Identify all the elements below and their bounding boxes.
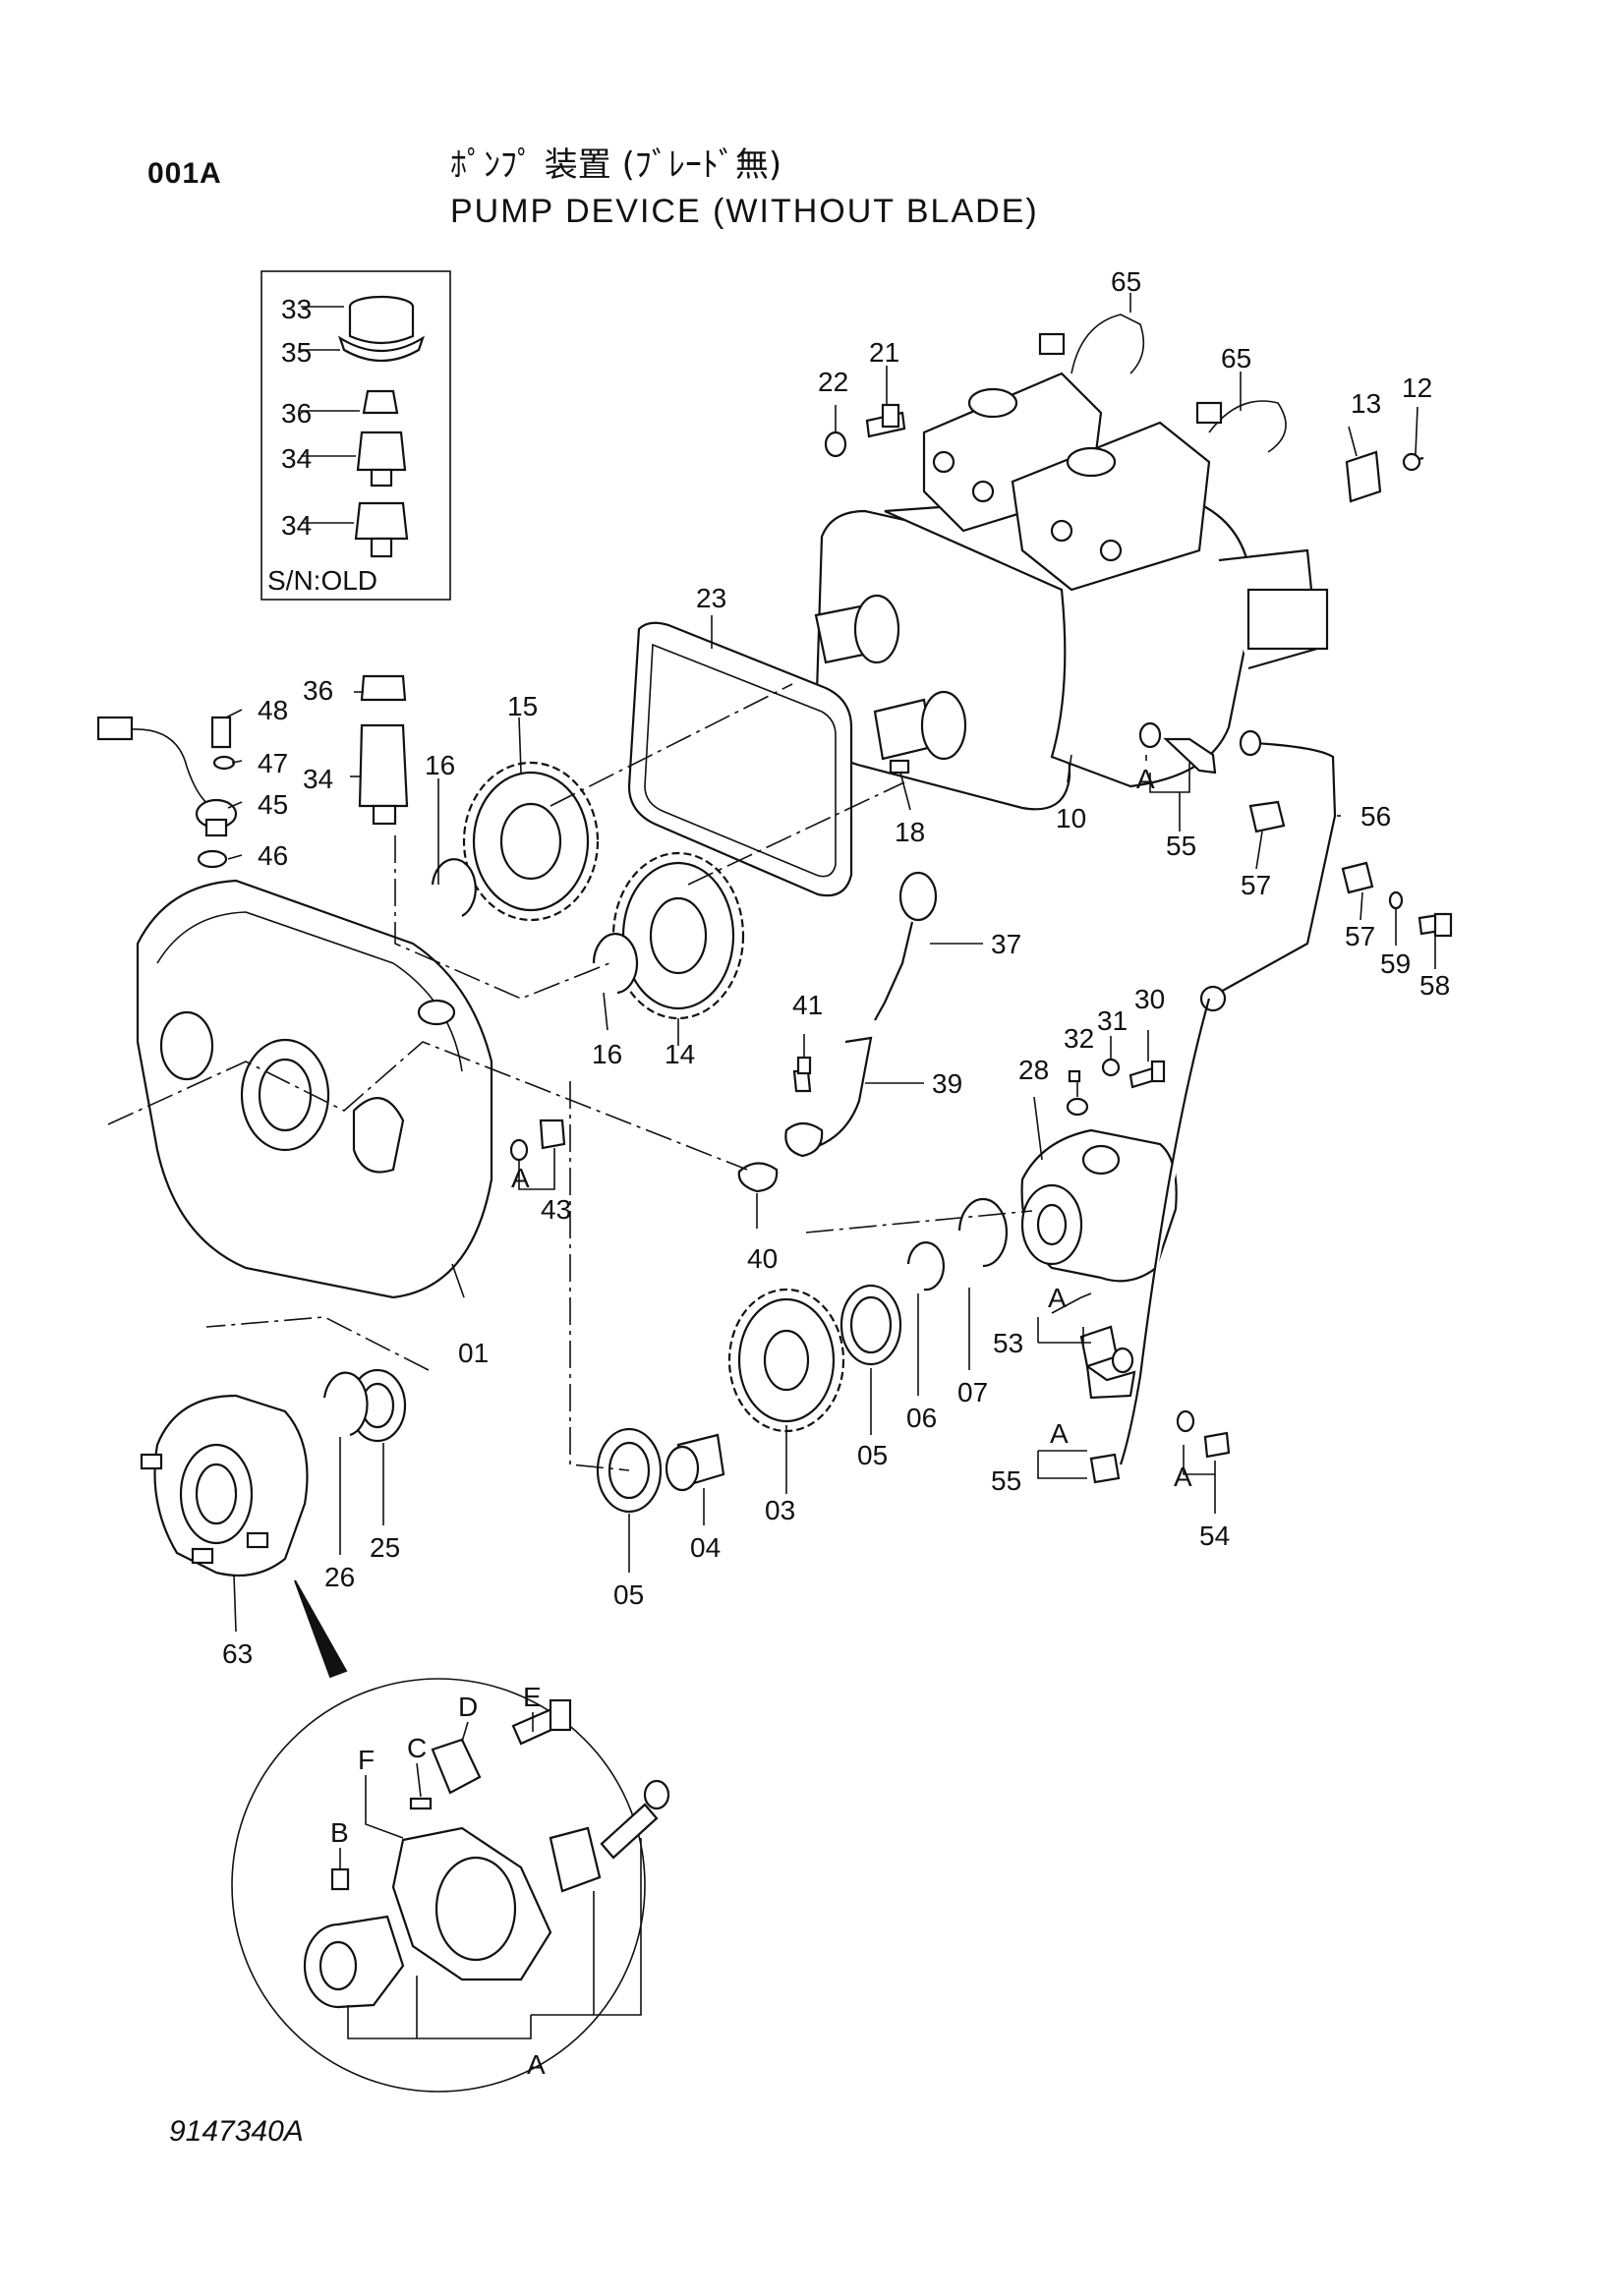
detail-label-F: F xyxy=(358,1745,375,1775)
callout-25: 25 xyxy=(370,1532,400,1563)
dipstick-and-tube xyxy=(784,871,938,1158)
coupling-and-seals xyxy=(140,1368,407,1577)
callout-57a: 57 xyxy=(1241,870,1271,900)
callout-54: 54 xyxy=(1199,1521,1230,1551)
inset-label-36: 36 xyxy=(281,398,312,429)
callout-A4: A xyxy=(1050,1418,1069,1449)
callout-01: 01 xyxy=(458,1338,489,1368)
callout-65b: 65 xyxy=(1221,343,1251,373)
detail-label-A: A xyxy=(527,2049,546,2080)
gear-14 xyxy=(611,851,745,1020)
callout-A3: A xyxy=(1048,1283,1067,1313)
callout-30: 30 xyxy=(1134,984,1165,1014)
gear-15 xyxy=(462,761,600,922)
title-english: PUMP DEVICE (WITHOUT BLADE) xyxy=(450,193,1039,230)
callout-03: 03 xyxy=(765,1495,795,1525)
callout-A1: A xyxy=(1136,764,1155,794)
inset-label-33: 33 xyxy=(281,294,312,324)
detail-label-D: D xyxy=(458,1692,478,1722)
callout-12: 12 xyxy=(1402,373,1432,403)
callout-55b: 55 xyxy=(991,1465,1021,1496)
callout-55a: 55 xyxy=(1166,831,1196,861)
callout-14: 14 xyxy=(665,1039,695,1069)
callout-41: 41 xyxy=(792,990,823,1020)
callout-59: 59 xyxy=(1380,948,1411,979)
callout-48: 48 xyxy=(258,695,288,725)
detail-label-E: E xyxy=(523,1682,542,1712)
callout-22: 22 xyxy=(818,367,848,397)
detail-label-C: C xyxy=(407,1733,427,1763)
callout-31: 31 xyxy=(1097,1005,1128,1036)
inset-label-35: 35 xyxy=(281,337,312,368)
drive-gear-train xyxy=(596,1197,1009,1514)
gear-pump xyxy=(1020,1058,1178,1283)
callout-A2: A xyxy=(511,1163,530,1193)
callout-47: 47 xyxy=(258,748,288,778)
callout-21: 21 xyxy=(869,337,899,368)
inset-serial-note: S/N:OLD xyxy=(267,565,377,596)
title-japanese: ﾎﾟﾝﾌﾟ 装置 (ﾌﾞﾚｰﾄﾞ無) xyxy=(450,145,782,185)
callout-57b: 57 xyxy=(1345,921,1375,951)
callout-37: 37 xyxy=(991,929,1021,959)
callout-05a: 05 xyxy=(857,1440,888,1470)
callout-65a: 65 xyxy=(1111,266,1141,297)
callout-23: 23 xyxy=(696,583,726,613)
inset-label-34b: 34 xyxy=(281,510,312,541)
callout-58: 58 xyxy=(1419,970,1450,1001)
callout-28: 28 xyxy=(1018,1055,1049,1085)
callout-26: 26 xyxy=(324,1562,355,1592)
page-code: 001A xyxy=(147,157,222,190)
callout-46: 46 xyxy=(258,840,288,871)
callout-05b: 05 xyxy=(613,1579,644,1610)
callout-63: 63 xyxy=(222,1638,253,1669)
callout-16a: 16 xyxy=(425,750,455,780)
detail-label-B: B xyxy=(330,1817,349,1848)
callout-40: 40 xyxy=(747,1243,778,1274)
inset-box-old-serial: 33 35 36 34 34 S/N:OLD xyxy=(260,270,451,601)
housing-fittings xyxy=(509,1119,779,1193)
gear-housing xyxy=(136,879,493,1299)
gasket xyxy=(627,621,853,897)
callout-10: 10 xyxy=(1056,803,1086,833)
callout-32: 32 xyxy=(1064,1023,1094,1054)
callout-53: 53 xyxy=(993,1328,1023,1358)
callout-36: 36 xyxy=(303,675,333,706)
assembly-centerlines xyxy=(107,683,1033,1471)
callout-16b: 16 xyxy=(592,1039,622,1069)
drawing-number: 9147340A xyxy=(169,2115,304,2148)
callout-56: 56 xyxy=(1360,801,1391,832)
sensor-and-plugs xyxy=(96,674,409,869)
hose-and-fittings xyxy=(1079,721,1453,1484)
callout-39: 39 xyxy=(932,1068,962,1099)
callout-04: 04 xyxy=(690,1532,721,1563)
callout-15: 15 xyxy=(507,691,538,721)
callout-A5: A xyxy=(1174,1462,1192,1492)
part-callouts: 65 65 21 22 13 12 23 36 48 47 45 46 34 1… xyxy=(222,266,1450,1669)
leader-lines xyxy=(225,293,1436,1633)
main-pump-assembly xyxy=(814,314,1424,811)
inset-label-34a: 34 xyxy=(281,443,312,474)
callout-07: 07 xyxy=(957,1377,988,1407)
callout-45: 45 xyxy=(258,789,288,820)
callout-43: 43 xyxy=(541,1194,571,1225)
snap-rings-16 xyxy=(431,858,639,995)
coupling-detail-view: E D C F B A xyxy=(231,1579,670,2093)
callout-13: 13 xyxy=(1351,388,1381,419)
callout-34: 34 xyxy=(303,764,333,794)
callout-06: 06 xyxy=(906,1403,937,1433)
callout-18: 18 xyxy=(895,817,925,847)
